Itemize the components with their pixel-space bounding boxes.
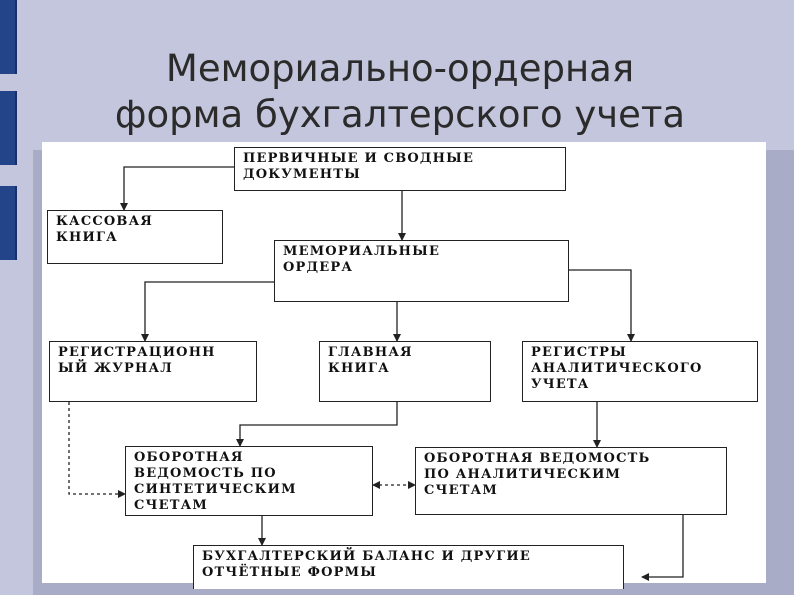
node-registration-journal: РЕГИСТРАЦИОНН ЫЙ ЖУРНАЛ [49,341,257,402]
diagram-canvas: ПЕРВИЧНЫЕ И СВОДНЫЕ ДОКУМЕНТЫ КАССОВАЯ К… [42,142,766,589]
diagram-connectors [68,166,684,581]
node-cash-book: КАССОВАЯ КНИГА [47,210,223,264]
side-accent-bar-middle [0,91,17,165]
node-synthetic-turnover-sheet: ОБОРОТНАЯ ВЕДОМОСТЬ ПО СИНТЕТИЧЕСКИМ СЧЕ… [125,446,373,516]
connector-memorial-orders-to-analytical-registers [569,269,635,342]
node-analytical-registers: РЕГИСТРЫ АНАЛИТИЧЕСКОГО УЧЕТА [522,341,758,402]
node-memorial-orders: МЕМОРИАЛЬНЫЕ ОРДЕРА [274,240,569,302]
slide-title: Мемориально-ордерная форма бухгалтерског… [40,46,760,138]
connector-general-ledger-to-synthetic-turnover [236,402,398,447]
node-primary-documents: ПЕРВИЧНЫЕ И СВОДНЫЕ ДОКУМЕНТЫ [234,147,566,191]
side-accent-bar-bottom [0,186,17,260]
node-balance-sheet: БУХГАЛТЕРСКИЙ БАЛАНС И ДРУГИЕ ОТЧЁТНЫЕ Ф… [193,545,624,589]
slide-title-line-1: Мемориально-ордерная [165,47,635,90]
connector-primary-docs-to-cash-book [120,166,234,211]
node-general-ledger: ГЛАВНАЯ КНИГА [319,341,491,402]
slide-title-line-2: форма бухгалтерского учета [114,93,686,136]
side-accent-bar-top [0,0,17,74]
connector-memorial-orders-to-registration-journal [141,281,274,342]
connector-registration-journal-to-synthetic-turnover [68,402,126,498]
connector-analytical-turnover-to-balance-sheet [641,515,684,581]
node-analytical-turnover-sheet: ОБОРОТНАЯ ВЕДОМОСТЬ ПО АНАЛИТИЧЕСКИМ СЧЕ… [415,447,727,515]
